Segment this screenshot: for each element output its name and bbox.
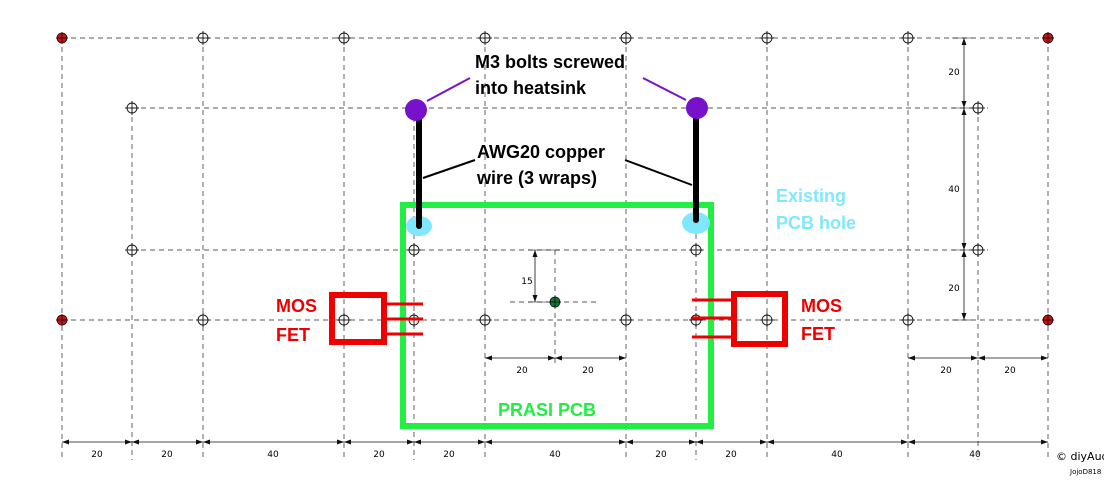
hole-marker xyxy=(971,243,985,257)
dim-label: 20 xyxy=(443,450,455,460)
wire-callout-leaders xyxy=(422,159,693,186)
hole-marker xyxy=(196,31,210,45)
hole-marker xyxy=(971,101,985,115)
bottom-dimension-labels: 20 20 40 20 20 40 20 20 40 40 xyxy=(91,450,981,460)
mosfet-right-label-line1: MOS xyxy=(801,296,842,316)
hole-marker xyxy=(478,31,492,45)
mosfet-right xyxy=(692,291,788,347)
hole-marker xyxy=(619,313,633,327)
mosfet-left-label-line2: FET xyxy=(276,325,310,345)
dim-label: 20 xyxy=(725,450,737,460)
hole-marker xyxy=(689,243,703,257)
corner-hole-marker xyxy=(1042,314,1054,326)
dim-label: 20 xyxy=(373,450,385,460)
dim-label: 40 xyxy=(969,450,981,460)
pcb-label: PRASI PCB xyxy=(498,400,596,420)
author-text: JojoD818 xyxy=(1069,468,1101,476)
center-point-marker xyxy=(549,296,561,308)
dim-label: 20 xyxy=(161,450,173,460)
hole-marker xyxy=(689,313,703,327)
dim-label: 20 xyxy=(948,68,960,78)
mosfet-right-label-line2: FET xyxy=(801,324,835,344)
corner-hole-marker xyxy=(56,32,68,44)
bolt-right xyxy=(686,97,708,119)
hole-label-line2: PCB hole xyxy=(776,213,856,233)
corner-hole-marker xyxy=(56,314,68,326)
hole-marker xyxy=(337,313,351,327)
hole-marker xyxy=(125,243,139,257)
wire-label-line2: wire (3 wraps) xyxy=(476,168,597,188)
corner-holes xyxy=(56,32,1054,326)
hole-marker xyxy=(760,313,774,327)
dim-label: 20 xyxy=(948,284,960,294)
corner-hole-marker xyxy=(1042,32,1054,44)
center-dimension-labels: 20 20 15 xyxy=(516,277,594,376)
hole-marker xyxy=(407,243,421,257)
pcb-outline xyxy=(400,202,714,429)
wire-label-line1: AWG20 copper xyxy=(477,142,605,162)
bolt-label-line1: M3 bolts screwed xyxy=(475,52,625,72)
hole-label-line1: Existing xyxy=(776,186,846,206)
hole-marker xyxy=(125,101,139,115)
mosfet-left-label-line1: MOS xyxy=(276,296,317,316)
dim-label: 20 xyxy=(940,366,952,376)
hole-marker xyxy=(901,313,915,327)
mosfet-left xyxy=(329,292,423,345)
dim-label: 40 xyxy=(948,185,960,195)
dim-label: 20 xyxy=(655,450,667,460)
dim-label: 20 xyxy=(516,366,528,376)
dim-label: 40 xyxy=(831,450,843,460)
hole-marker xyxy=(478,313,492,327)
bolt-label-line2: into heatsink xyxy=(475,78,587,98)
bolt-left xyxy=(405,99,427,121)
copyright-text: © diyAudi xyxy=(1056,450,1104,463)
hole-marker xyxy=(196,313,210,327)
dim-label: 20 xyxy=(91,450,103,460)
right-dimension-labels: 20 40 20 20 20 xyxy=(940,68,1016,376)
dim-label: 20 xyxy=(582,366,594,376)
dim-label: 20 xyxy=(1004,366,1016,376)
bolt-callout-leaders xyxy=(426,77,687,102)
hole-marker xyxy=(619,31,633,45)
dim-label: 40 xyxy=(267,450,279,460)
dim-label: 40 xyxy=(549,450,561,460)
grid-lines xyxy=(61,37,1049,460)
dimension-lines xyxy=(62,37,1048,445)
hole-marker xyxy=(337,31,351,45)
hole-marker xyxy=(760,31,774,45)
hole-marker xyxy=(901,31,915,45)
dim-label: 15 xyxy=(521,277,532,287)
